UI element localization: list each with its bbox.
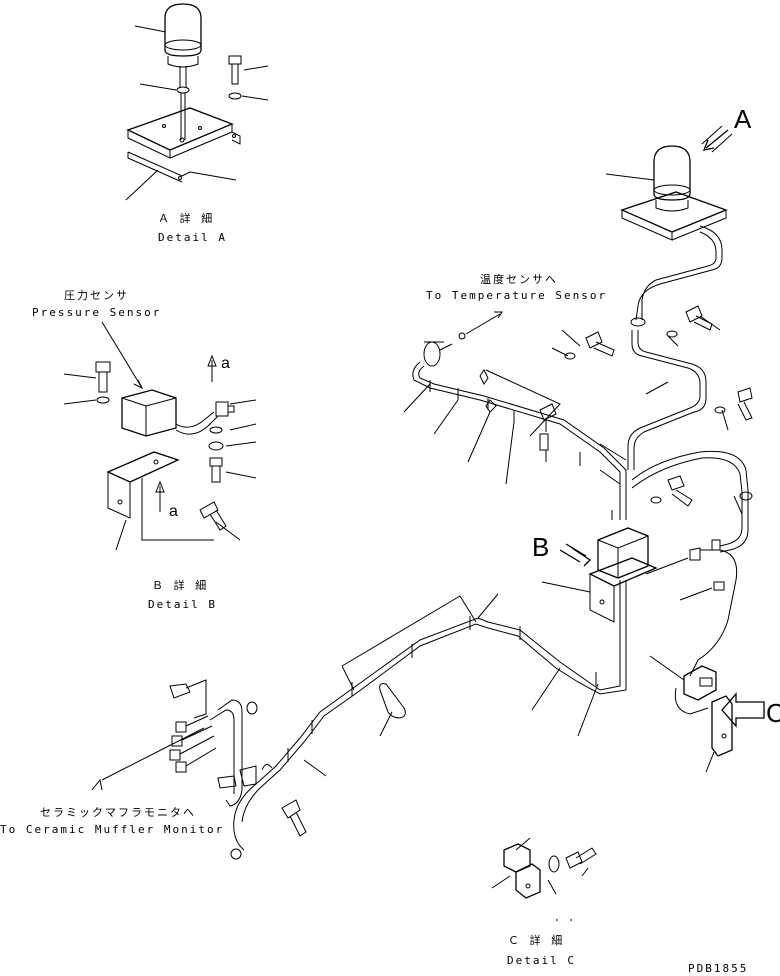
detail-c-drawing <box>491 837 597 921</box>
arrow-c <box>721 692 765 728</box>
detail-a-title-en: Detail A <box>158 231 227 244</box>
temperature-arrow <box>465 311 503 335</box>
detail-c-title-en: Detail C <box>507 954 576 967</box>
arrow-b <box>559 543 592 567</box>
drawing-number: PDB1855 <box>688 962 748 975</box>
temperature-sensor-label-jp: 温度センサへ <box>480 272 558 286</box>
pressure-sensor-label-jp: 圧力センサ <box>64 289 129 302</box>
muffler-monitor-label-en: To Ceramic Muffler Monitor <box>0 823 224 836</box>
section-marker-a-top: a <box>221 355 230 372</box>
temperature-sensor-label-en: To Temperature Sensor <box>426 289 607 302</box>
main-beacon <box>605 145 728 241</box>
pressure-sensor-label-en: Pressure Sensor <box>32 306 161 319</box>
detail-c-title-jp: Ｃ 詳 細 <box>508 933 564 947</box>
view-marker-a: A <box>734 104 752 134</box>
detail-a-title-jp: Ａ 詳 細 <box>158 211 214 225</box>
detail-a-drawing <box>125 3 269 201</box>
detail-b-title-jp: Ｂ 詳 細 <box>152 578 208 592</box>
view-marker-b: B <box>532 532 549 562</box>
arrow-a <box>701 125 733 153</box>
muffler-monitor-label-jp: セラミックマフラモニタへ <box>40 806 196 819</box>
detail-b-drawing <box>63 321 257 551</box>
detail-b-title-en: Detail B <box>148 598 217 611</box>
section-marker-a-bottom: a <box>169 503 178 520</box>
main-harness <box>91 225 753 860</box>
view-marker-c: C <box>766 698 780 728</box>
